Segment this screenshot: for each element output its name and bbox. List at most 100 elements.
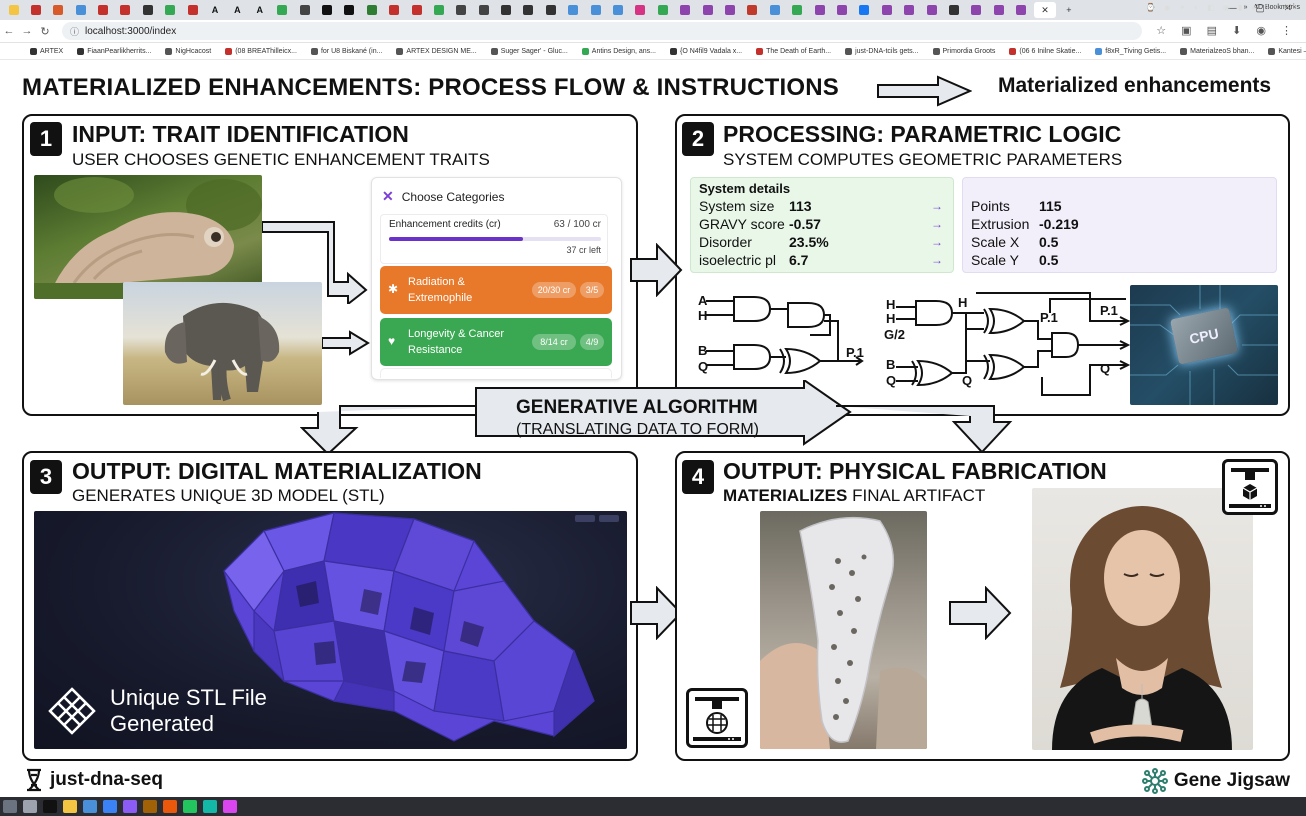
active-tab[interactable]: ✕ xyxy=(1033,2,1056,18)
taskbar-app-icon[interactable] xyxy=(83,800,97,813)
bookmark-item[interactable]: (08 BREAThilleicx... xyxy=(225,47,297,55)
browser-tab[interactable] xyxy=(317,2,336,18)
toolbar-extension-icons[interactable]: ☆ ▣ ▤ ⬇ ◉ ⋮ xyxy=(1156,25,1298,37)
browser-tab[interactable] xyxy=(385,2,404,18)
browser-tab[interactable] xyxy=(429,2,448,18)
browser-tab[interactable] xyxy=(541,2,560,18)
back-icon[interactable]: ← xyxy=(3,25,15,37)
browser-tab[interactable] xyxy=(989,2,1008,18)
bookmark-item[interactable]: Primordia Groots xyxy=(932,47,995,55)
url-field[interactable]: ⓘ localhost:3000/index xyxy=(62,22,1142,40)
browser-tab[interactable] xyxy=(407,2,426,18)
browser-tab[interactable] xyxy=(698,2,717,18)
browser-tab[interactable] xyxy=(631,2,650,18)
bookmark-item[interactable]: Suger Sager' - Gluc... xyxy=(490,47,568,55)
bookmark-item[interactable]: MaterialzeoS bhan... xyxy=(1180,47,1254,55)
taskbar-app-icon[interactable] xyxy=(223,800,237,813)
bookmark-item[interactable]: for U8 Biskané (in... xyxy=(310,47,383,55)
browser-tab[interactable] xyxy=(810,2,829,18)
all-bookmarks-button[interactable]: » AD Bookmarks xyxy=(1244,4,1300,11)
cpu-traces xyxy=(1130,285,1278,405)
bookmarks-more[interactable]: » xyxy=(1243,4,1248,11)
browser-tab[interactable] xyxy=(586,2,605,18)
taskbar-app-icon[interactable] xyxy=(163,800,177,813)
site-info-icon[interactable]: ⓘ xyxy=(70,26,80,37)
bookmark-item[interactable]: NigHcacost xyxy=(165,47,211,55)
browser-tab[interactable] xyxy=(362,2,381,18)
browser-tab[interactable] xyxy=(877,2,896,18)
browser-tab[interactable] xyxy=(4,2,23,18)
taskbar-app-icon[interactable] xyxy=(203,800,217,813)
browser-tab[interactable] xyxy=(474,2,493,18)
browser-tab[interactable]: A xyxy=(206,2,225,18)
forward-icon[interactable]: → xyxy=(21,25,33,37)
browser-tab[interactable] xyxy=(94,2,113,18)
bookmark-item[interactable]: (06 6 Inilne Skatie... xyxy=(1009,47,1081,55)
browser-tab[interactable]: A xyxy=(228,2,247,18)
browser-tab[interactable] xyxy=(743,2,762,18)
taskbar-app-icon[interactable] xyxy=(183,800,197,813)
viewer-controls[interactable] xyxy=(571,515,619,522)
browser-tab[interactable] xyxy=(340,2,359,18)
browser-tab[interactable] xyxy=(497,2,516,18)
taskbar-app-icon[interactable] xyxy=(23,800,37,813)
browser-tab[interactable] xyxy=(832,2,851,18)
browser-tab[interactable] xyxy=(609,2,628,18)
bookmark-item[interactable]: just-DNA-tcils gets... xyxy=(845,47,919,55)
bookmark-label: for U8 Biskané (in... xyxy=(320,47,383,55)
bookmark-label: (08 BREAThilleicx... xyxy=(235,47,297,55)
browser-tab[interactable] xyxy=(855,2,874,18)
browser-tab[interactable] xyxy=(183,2,202,18)
browser-tab[interactable]: A xyxy=(250,2,269,18)
trait-icon: ✱ xyxy=(388,282,399,296)
viewer-button[interactable] xyxy=(599,515,619,522)
browser-tab[interactable] xyxy=(765,2,784,18)
bookmark-item[interactable]: {O N4fil9 Vadala x... xyxy=(670,47,742,55)
browser-tab[interactable] xyxy=(26,2,45,18)
browser-tab[interactable] xyxy=(1012,2,1031,18)
bookmark-item[interactable]: The Death of Earth... xyxy=(756,47,831,55)
window-controls[interactable]: — ▢ ✕ xyxy=(1226,3,1300,14)
browser-tab[interactable] xyxy=(922,2,941,18)
bookmark-item[interactable]: FiaanPearlikherrits... xyxy=(77,47,151,55)
taskbar-app-icon[interactable] xyxy=(3,800,17,813)
trait-item-partial[interactable] xyxy=(380,368,612,378)
close-tab-icon[interactable]: ✕ xyxy=(1041,4,1049,15)
bookmark-item[interactable]: Antins Design, ans... xyxy=(581,47,656,55)
person-wearing-pendant-photo xyxy=(1032,488,1253,750)
reload-icon[interactable]: ↻ xyxy=(40,25,50,38)
bookmark-item[interactable]: ARTEX DESIGN ME... xyxy=(396,47,477,55)
bookmark-item[interactable]: ARTEX xyxy=(30,47,63,55)
browser-tab[interactable] xyxy=(564,2,583,18)
taskbar-app-icon[interactable] xyxy=(63,800,77,813)
browser-tab[interactable] xyxy=(71,2,90,18)
taskbar-app-icon[interactable] xyxy=(143,800,157,813)
tab-favicon-icon xyxy=(926,5,937,15)
browser-tab[interactable] xyxy=(676,2,695,18)
taskbar-app-icon[interactable] xyxy=(43,800,57,813)
browser-tab[interactable] xyxy=(138,2,157,18)
browser-tab[interactable] xyxy=(900,2,919,18)
browser-tab[interactable] xyxy=(519,2,538,18)
browser-tab[interactable] xyxy=(967,2,986,18)
browser-tab[interactable] xyxy=(295,2,314,18)
all-bookmarks-label[interactable]: AD Bookmarks xyxy=(1253,4,1300,11)
new-tab-button[interactable]: + xyxy=(1066,5,1072,15)
browser-tab[interactable] xyxy=(116,2,135,18)
browser-tab[interactable] xyxy=(944,2,963,18)
taskbar-app-icon[interactable] xyxy=(103,800,117,813)
browser-tab[interactable] xyxy=(788,2,807,18)
browser-tab[interactable] xyxy=(653,2,672,18)
system-tray[interactable]: ⌚ ◉ ✦ ◐ ◧ ◉ ▮ ◈ 13:30 xyxy=(1145,3,1300,12)
bookmark-item[interactable]: f8xR_Tiving Getis... xyxy=(1095,47,1166,55)
browser-tab[interactable] xyxy=(161,2,180,18)
browser-tab[interactable] xyxy=(49,2,68,18)
browser-tab[interactable] xyxy=(452,2,471,18)
taskbar-app-icon[interactable] xyxy=(123,800,137,813)
browser-tab[interactable] xyxy=(721,2,740,18)
bookmark-item[interactable]: Kantesi — Fres Al... xyxy=(1268,47,1306,55)
browser-tab[interactable] xyxy=(273,2,292,18)
viewer-button[interactable] xyxy=(575,515,595,522)
